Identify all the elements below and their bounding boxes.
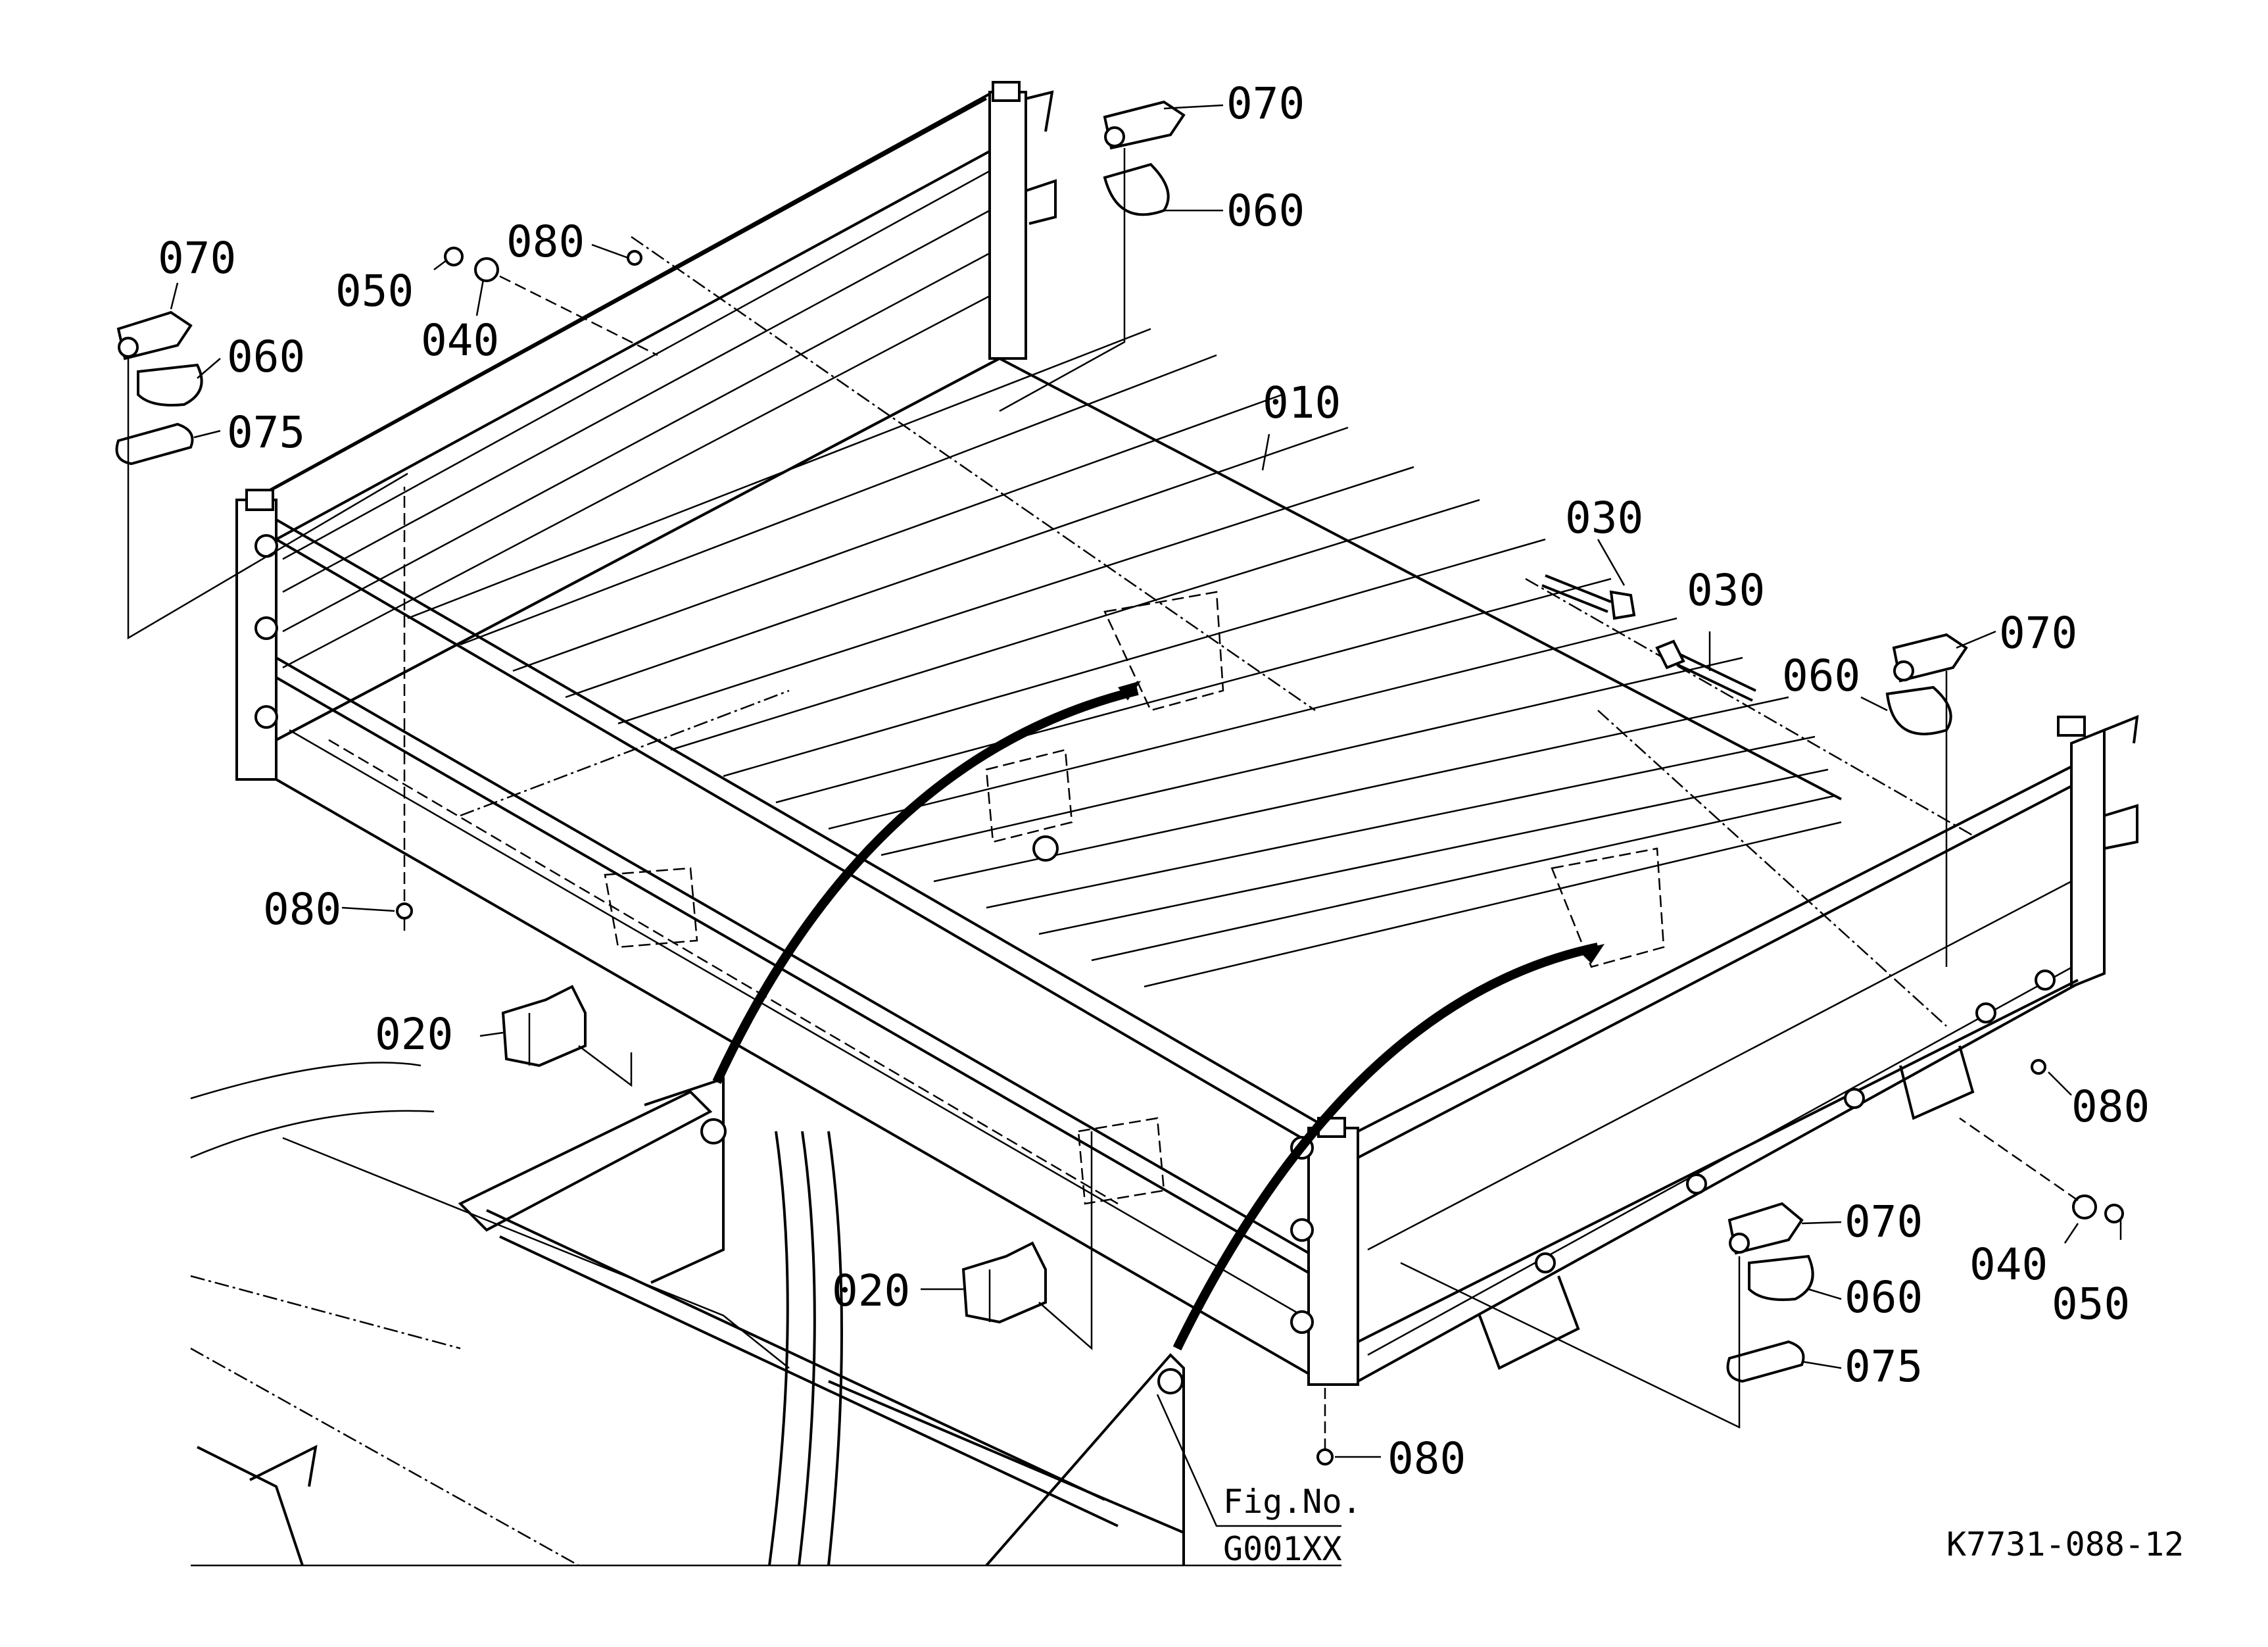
bolt-030-a xyxy=(1541,574,1636,620)
callout-075-top-left: 075 xyxy=(227,407,305,458)
callout-030-a: 030 xyxy=(1565,493,1643,543)
callout-050-right: 050 xyxy=(2052,1279,2130,1329)
stopper-020-left xyxy=(501,985,633,1087)
hardware-bottom-nut xyxy=(1316,1388,1334,1465)
callout-070-bottom: 070 xyxy=(1845,1196,1923,1247)
mount-arc-right xyxy=(1172,943,1599,1351)
bolt-030-b xyxy=(1655,639,1756,702)
callout-070-top-center: 070 xyxy=(1226,78,1305,129)
callout-070-top-left: 070 xyxy=(158,233,236,283)
callout-040-top: 040 xyxy=(421,315,499,366)
callout-060-top-left: 060 xyxy=(227,332,305,382)
callout-080-top: 080 xyxy=(506,216,585,267)
callout-010: 010 xyxy=(1263,378,1341,428)
callout-075-bottom: 075 xyxy=(1845,1341,1923,1392)
latch-assembly-top-left xyxy=(115,310,408,640)
vehicle-frame xyxy=(190,1062,1341,1567)
callout-050-top: 050 xyxy=(335,266,414,316)
latch-assembly-right xyxy=(1885,633,1968,967)
stopper-020-center xyxy=(961,1131,1093,1350)
fig-ref-label: Fig.No. xyxy=(1223,1483,1362,1521)
callout-040-right: 040 xyxy=(1969,1239,2048,1290)
hardware-left-nut xyxy=(396,487,413,931)
callout-020-center: 020 xyxy=(832,1266,910,1316)
callout-030-b: 030 xyxy=(1687,565,1765,616)
callout-060-bottom: 060 xyxy=(1845,1272,1923,1323)
callout-leaders xyxy=(170,104,2122,1527)
callout-060-right: 060 xyxy=(1782,651,1860,701)
cargo-bed xyxy=(235,81,2139,1386)
floor-ribs xyxy=(407,328,1842,988)
hardware-top-nuts xyxy=(444,247,658,356)
callout-020-left: 020 xyxy=(375,1009,453,1060)
hardware-right-nuts xyxy=(1959,1059,2124,1223)
fig-ref-number: G001XX xyxy=(1223,1530,1342,1568)
drawing-number: K7731-088-12 xyxy=(1946,1525,2184,1563)
callout-070-right: 070 xyxy=(1999,608,2077,658)
callout-080-right: 080 xyxy=(2071,1081,2150,1132)
callout-080-left: 080 xyxy=(263,884,341,935)
mount-arc-left xyxy=(712,686,1139,1084)
latch-assembly-bottom xyxy=(1400,1202,1814,1429)
callout-060-top-center: 060 xyxy=(1226,185,1305,236)
callout-080-bottom: 080 xyxy=(1387,1433,1466,1484)
latch-assembly-top-center xyxy=(999,100,1186,412)
